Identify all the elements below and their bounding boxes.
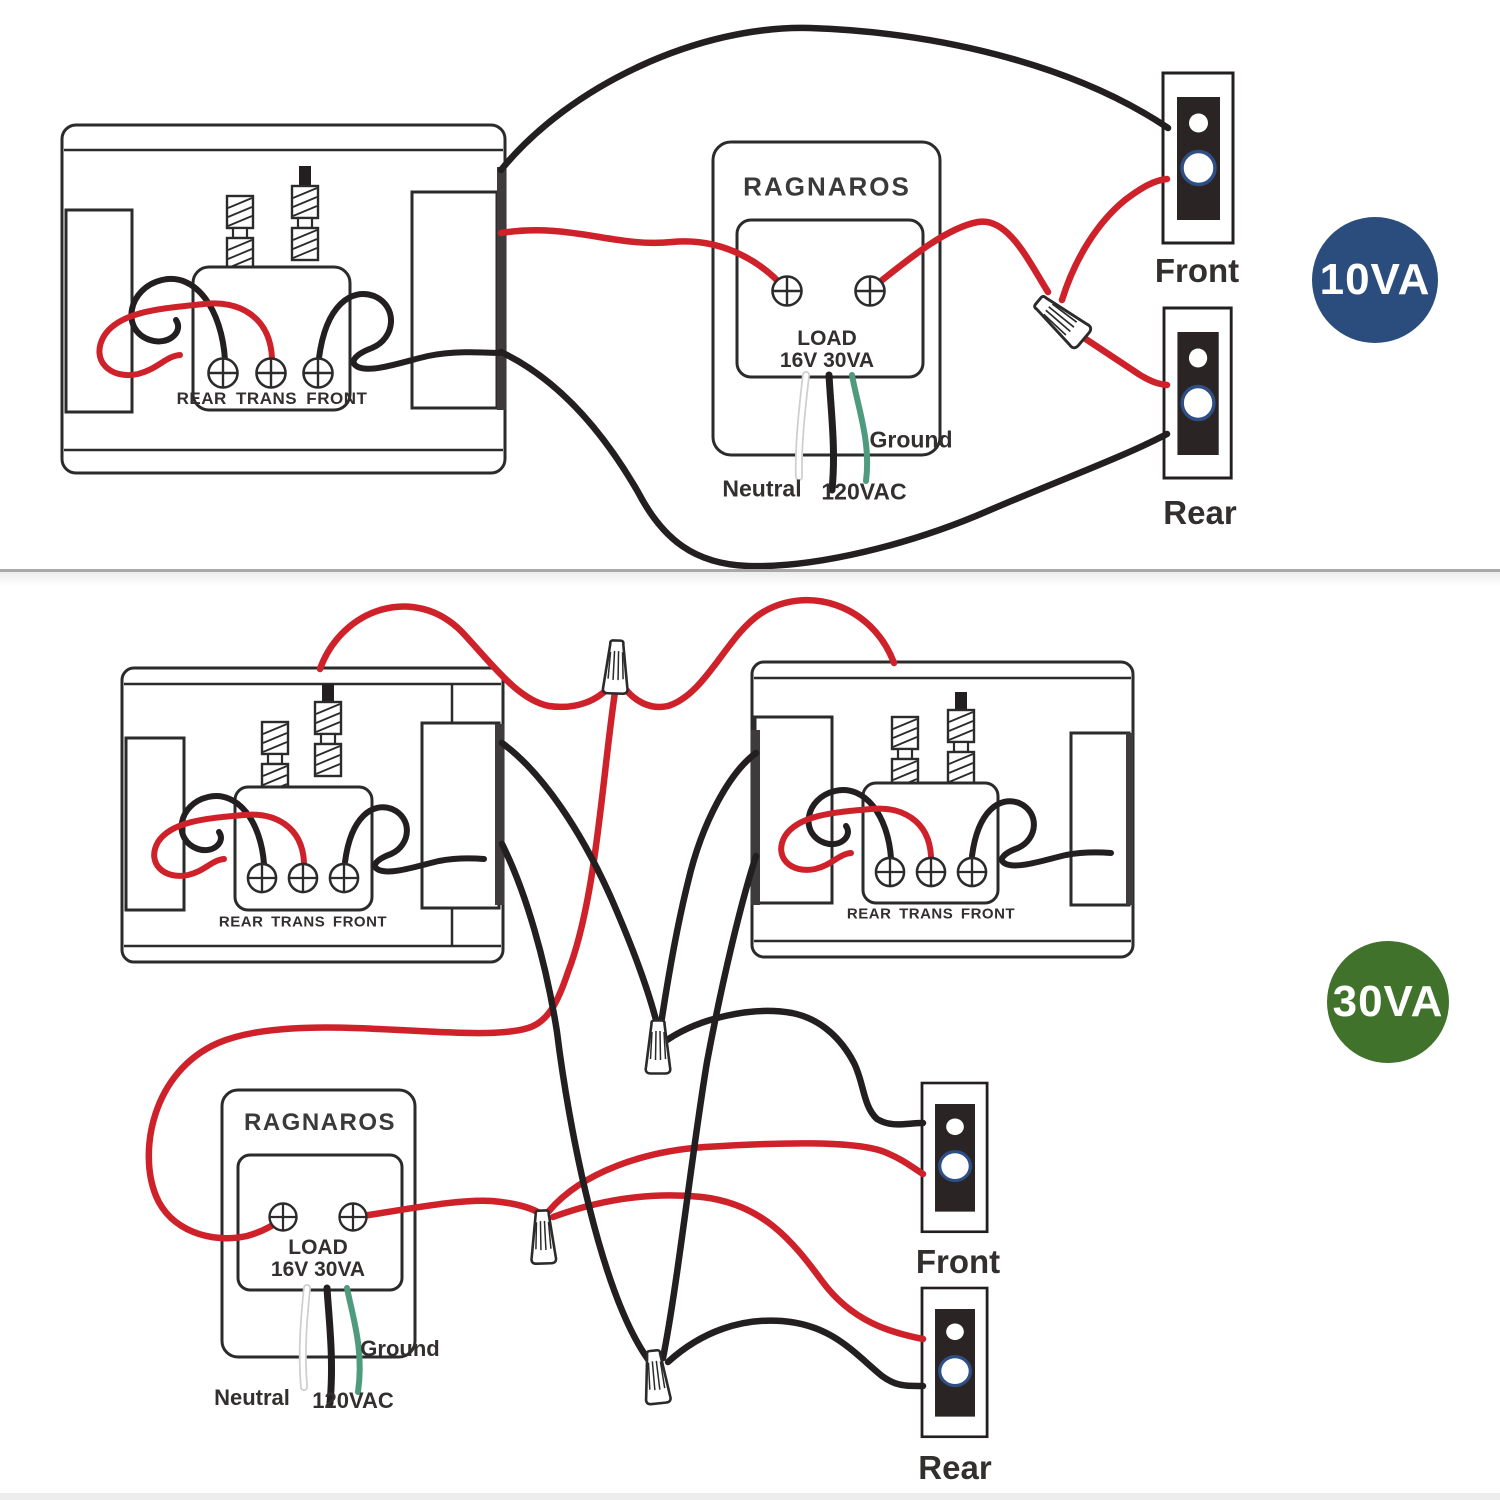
- section-divider-shadow: [0, 572, 1500, 586]
- wire-black-left-chime-to-nut4: [498, 840, 654, 1366]
- wire-120vac-top: [825, 371, 838, 494]
- transformer-bottom-brand: RAGNAROS: [243, 1109, 397, 1136]
- wire-red-nut2-to-front: [545, 1140, 927, 1215]
- wire-black-chime-to-rear: [497, 348, 1171, 570]
- wires-bottom-section: [145, 597, 927, 1407]
- chime-bottom-right-terminal-labels: REAR TRANS FRONT: [846, 905, 1016, 923]
- doorbell-rear-bottom-label: Rear: [918, 1449, 992, 1486]
- wire-black-left-chime-to-nut3: [498, 739, 661, 1028]
- bottom-edge-strip: [0, 1493, 1500, 1500]
- chime-interior-wires: [96, 275, 1114, 879]
- transformer-top-ground-label: Ground: [869, 426, 953, 453]
- doorbell-front-bottom: [920, 1081, 989, 1234]
- doorbell-rear-top: [1162, 306, 1233, 480]
- wire-black-right-chime-to-nut4: [659, 852, 760, 1362]
- wire-neutral-top: [796, 372, 809, 480]
- transformer-bottom-120vac-label: 120VAC: [312, 1388, 394, 1413]
- wire-red-left-chime-to-nut1: [316, 603, 614, 711]
- wire-black-right-chime-to-nut3: [657, 749, 760, 1028]
- transformer-bottom-rating: 16V 30VA: [270, 1258, 366, 1281]
- wire-red-nut2-to-rear: [549, 1192, 927, 1343]
- wire-neutral-bottom: [300, 1285, 310, 1390]
- wire-red-nut-to-rear: [1068, 326, 1171, 389]
- badge-10va: 10VA: [1312, 217, 1438, 343]
- doorbell-front-top-label: Front: [1154, 252, 1240, 289]
- wire-red-nut1-to-transformer: [145, 688, 619, 1242]
- section-divider: [0, 569, 1500, 572]
- wire-red-right-chime-to-nut1: [620, 597, 898, 711]
- transformer-top-brand: RAGNAROS: [743, 171, 911, 202]
- chime-top-terminal-labels: REAR TRANS FRONT: [176, 389, 368, 408]
- doorbell-front-top: [1161, 71, 1235, 245]
- wire-red-chime-to-transformer: [497, 227, 789, 293]
- transformer-bottom-ground-label: Ground: [360, 1336, 440, 1361]
- chime-bottom-left-terminal-labels: REAR TRANS FRONT: [218, 913, 388, 931]
- chime-top: [60, 123, 507, 475]
- transformer-top-load: LOAD: [797, 327, 857, 350]
- wire-black-chime-to-front: [497, 24, 1172, 174]
- wires-top-section: [497, 24, 1172, 570]
- wire-nut-3: [644, 1019, 672, 1075]
- transformer-top-neutral-label: Neutral: [722, 475, 802, 502]
- transformer-bottom-load: LOAD: [288, 1236, 348, 1259]
- doorbell-front-bottom-label: Front: [915, 1243, 1001, 1280]
- badge-30va-text: 30VA: [1332, 977, 1444, 1026]
- transformer-top: [711, 140, 942, 457]
- badge-30va: 30VA: [1327, 941, 1449, 1063]
- wire-nut-1: [601, 638, 631, 696]
- wire-black-nut3-to-front: [663, 1007, 927, 1128]
- doorbell-rear-top-label: Rear: [1163, 494, 1237, 531]
- transformer-top-rating: 16V 30VA: [779, 349, 875, 372]
- wire-120vac-bottom: [323, 1284, 336, 1407]
- wire-red-transformer-to-nut: [867, 218, 1052, 296]
- badge-10va-text: 10VA: [1319, 255, 1431, 304]
- wire-red-nut-to-front: [1058, 175, 1171, 304]
- wire-ground-top: [849, 372, 871, 484]
- transformer-bottom-neutral-label: Neutral: [214, 1385, 290, 1410]
- wire-black-nut4-to-rear: [664, 1317, 927, 1390]
- doorbell-rear-bottom: [920, 1286, 989, 1439]
- transformer-top-120vac-label: 120VAC: [821, 478, 907, 505]
- wire-ground-bottom: [344, 1285, 363, 1395]
- transformer-bottom: [220, 1088, 417, 1359]
- wire-red-transformer-to-nut2: [351, 1197, 545, 1221]
